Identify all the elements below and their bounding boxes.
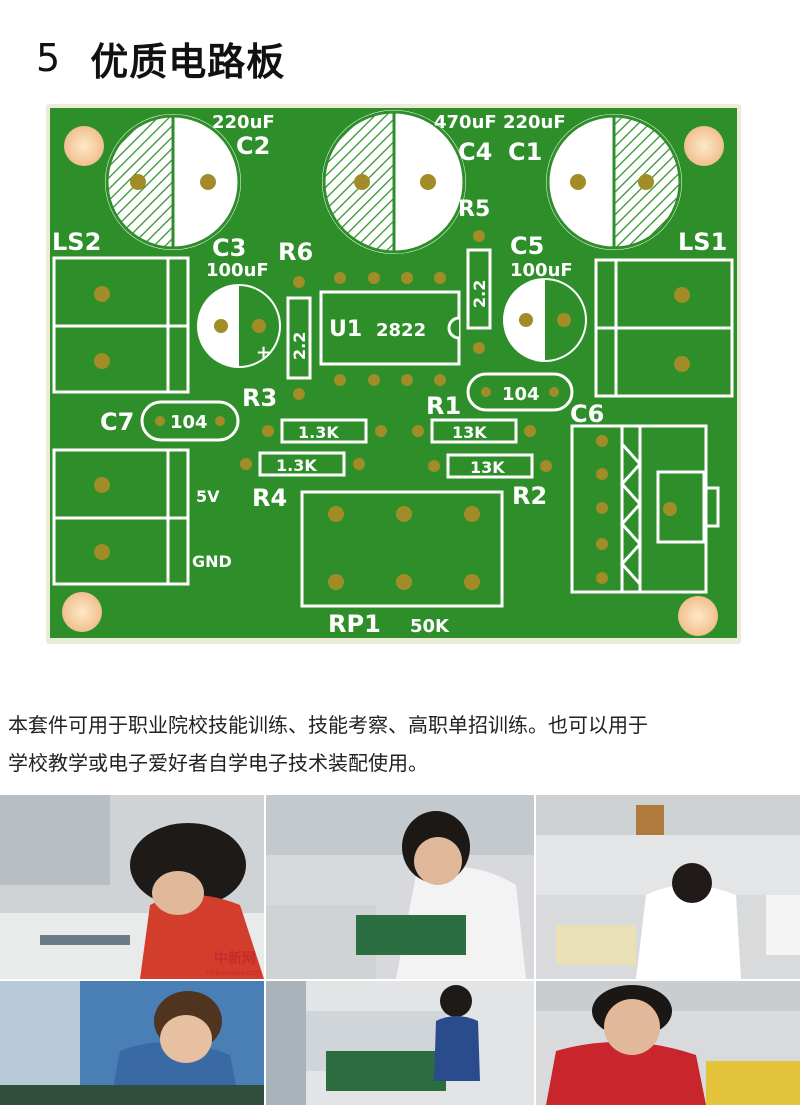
label-c1: C1 bbox=[508, 138, 542, 166]
capacitor-c4 bbox=[322, 110, 466, 254]
label-r4: R4 bbox=[252, 484, 287, 512]
label-r6: R6 bbox=[278, 238, 313, 266]
terminal-ls2 bbox=[52, 256, 190, 394]
photo-classroom-2 bbox=[266, 981, 534, 1105]
terminal-ls1 bbox=[594, 258, 734, 398]
label-c4: C4 bbox=[458, 138, 492, 166]
label-c6: C6 bbox=[570, 400, 604, 428]
resistor-r2 bbox=[428, 453, 552, 479]
switch-block bbox=[570, 424, 720, 594]
capacitor-c7 bbox=[140, 400, 240, 442]
capacitor-c3 bbox=[197, 284, 281, 368]
label-c5-plus: + bbox=[516, 288, 531, 309]
capacitor-c2 bbox=[105, 114, 241, 250]
section-heading: 5 优质电路板 bbox=[36, 30, 285, 86]
label-r3-value: 1.3K bbox=[298, 423, 339, 442]
resistor-r5 bbox=[466, 230, 492, 354]
label-ic: 2822 bbox=[376, 320, 426, 341]
ic-u1 bbox=[319, 272, 461, 386]
label-r2-value: 13K bbox=[470, 458, 505, 477]
label-c5: C5 bbox=[510, 232, 544, 260]
resistor-r3 bbox=[262, 418, 387, 444]
photo-student-soldering-1: 中新网 Chinanews.com bbox=[0, 795, 264, 979]
label-r1-value: 13K bbox=[452, 423, 487, 442]
label-r3: R3 bbox=[242, 384, 277, 412]
label-c7-value: 104 bbox=[170, 412, 208, 433]
section-title: 优质电路板 bbox=[90, 39, 286, 84]
label-c3: C3 bbox=[212, 234, 246, 262]
label-rp1-value: 50K bbox=[410, 616, 450, 637]
label-rp1: RP1 bbox=[328, 610, 381, 638]
resistor-r4 bbox=[240, 451, 365, 477]
mount-hole bbox=[678, 596, 718, 636]
description: 本套件可用于职业院校技能训练、技能考察、高职单招训练。也可以用于 学校教学或电子… bbox=[8, 706, 768, 782]
watermark-text: 中新网 bbox=[214, 950, 256, 967]
photo-classroom-1 bbox=[536, 795, 800, 979]
label-ls2: LS2 bbox=[52, 228, 101, 256]
mount-hole bbox=[62, 592, 102, 632]
pcb-board-svg: 220uF C2 470uF 220uF C4 C1 R5 LS2 LS1 C3… bbox=[46, 104, 741, 644]
label-c4-c1-values: 470uF 220uF bbox=[434, 112, 566, 133]
label-c7: C7 bbox=[100, 408, 134, 436]
label-ls1: LS1 bbox=[678, 228, 727, 256]
pcb-image: 220uF C2 470uF 220uF C4 C1 R5 LS2 LS1 C3… bbox=[46, 104, 741, 644]
label-c2: C2 bbox=[236, 132, 270, 160]
label-c3-value: 100uF bbox=[206, 260, 269, 281]
label-c2-value: 220uF bbox=[212, 112, 275, 133]
capacitor-c6 bbox=[466, 372, 574, 412]
label-5v: 5V bbox=[196, 487, 220, 506]
label-c3-plus: + bbox=[256, 342, 271, 363]
photo-student-soldering-2 bbox=[266, 795, 534, 979]
label-r4-value: 1.3K bbox=[276, 456, 317, 475]
label-u1: U1 bbox=[329, 317, 362, 342]
resistor-r6 bbox=[286, 276, 312, 400]
watermark-subtext: Chinanews.com bbox=[206, 969, 261, 977]
label-r5: R5 bbox=[458, 197, 490, 222]
section-number: 5 bbox=[36, 36, 61, 80]
mount-hole bbox=[64, 126, 104, 166]
mount-hole bbox=[684, 126, 724, 166]
label-r6-value: 2.2 bbox=[290, 332, 309, 360]
capacitor-c5 bbox=[503, 278, 587, 362]
potentiometer-rp1 bbox=[300, 490, 504, 608]
label-r5-value: 2.2 bbox=[470, 280, 489, 308]
label-gnd: GND bbox=[192, 552, 232, 571]
resistor-r1 bbox=[412, 418, 536, 444]
photo-student-soldering-4 bbox=[536, 981, 800, 1105]
label-c6-value: 104 bbox=[502, 384, 540, 405]
capacitor-c1 bbox=[546, 114, 682, 250]
description-line-2: 学校教学或电子爱好者自学电子技术装配使用。 bbox=[8, 751, 428, 775]
terminal-power bbox=[52, 448, 190, 586]
label-c5-value: 100uF bbox=[510, 260, 573, 281]
label-r2: R2 bbox=[512, 482, 547, 510]
label-r1: R1 bbox=[426, 392, 461, 420]
photo-student-soldering-3 bbox=[0, 981, 264, 1105]
description-line-1: 本套件可用于职业院校技能训练、技能考察、高职单招训练。也可以用于 bbox=[8, 713, 648, 737]
photo-collage: 中新网 Chinanews.com bbox=[0, 795, 800, 1105]
